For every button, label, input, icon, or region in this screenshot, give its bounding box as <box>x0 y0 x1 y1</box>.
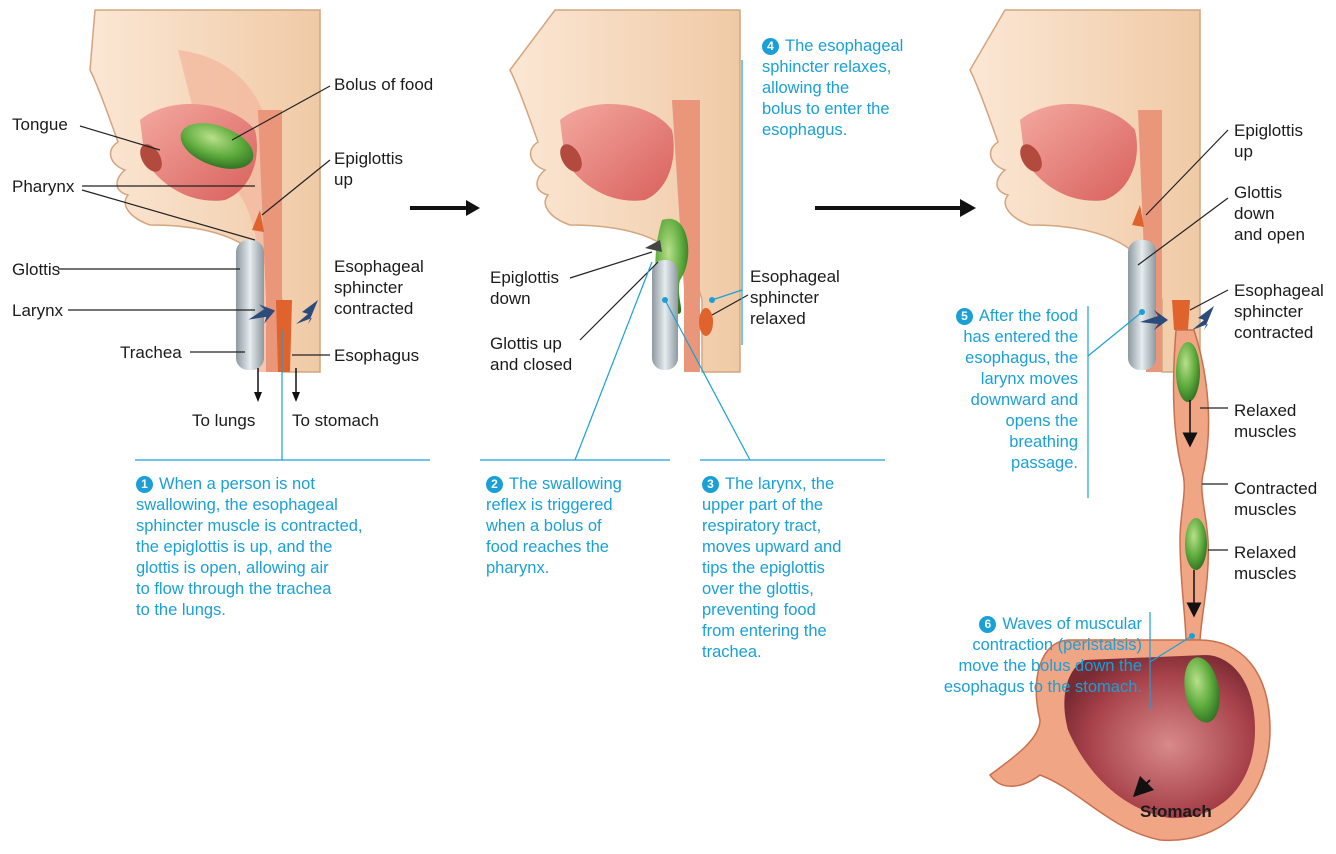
step-number-badge: 4 <box>762 38 779 55</box>
label-trachea: Trachea <box>120 342 182 363</box>
right-arrow-icon <box>815 199 976 217</box>
step-6-text: Waves of muscular contraction (peristals… <box>944 615 1142 696</box>
label-esophageal-sphincter-contracted: Esophageal sphincter contracted <box>334 256 424 319</box>
label-to-stomach: To stomach <box>292 410 379 431</box>
label-relaxed-muscles-2: Relaxed muscles <box>1234 542 1296 584</box>
label-epiglottis-down: Epiglottis down <box>490 267 559 309</box>
step-1-text: When a person is not swallowing, the eso… <box>136 475 363 619</box>
panel-1-head <box>90 10 320 372</box>
label-stomach: Stomach <box>1140 802 1212 822</box>
label-relaxed-muscles-1: Relaxed muscles <box>1234 400 1296 442</box>
right-arrow-icon <box>410 200 480 216</box>
label-esophageal-sphincter-contracted-3: Esophageal sphincter contracted <box>1234 280 1324 343</box>
label-glottis-down-open: Glottis down and open <box>1234 182 1305 245</box>
step-4-text: The esophageal sphincter relaxes, allowi… <box>762 37 903 139</box>
label-epiglottis-up-3: Epiglottis up <box>1234 120 1303 162</box>
step-3-text: The larynx, the upper part of the respir… <box>702 475 841 661</box>
label-bolus-of-food: Bolus of food <box>334 74 433 95</box>
label-glottis-up-closed: Glottis up and closed <box>490 333 572 375</box>
label-esophagus: Esophagus <box>334 345 419 366</box>
step-5-text: After the food has entered the esophagus… <box>963 307 1078 472</box>
label-tongue: Tongue <box>12 114 68 135</box>
panel-2-head <box>510 10 740 372</box>
label-to-lungs: To lungs <box>192 410 255 431</box>
step-number-badge: 2 <box>486 476 503 493</box>
label-esophageal-sphincter-relaxed: Esophageal sphincter relaxed <box>750 266 840 329</box>
step-number-badge: 1 <box>136 476 153 493</box>
step-number-badge: 3 <box>702 476 719 493</box>
label-contracted-muscles: Contracted muscles <box>1234 478 1317 520</box>
step-number-badge: 5 <box>956 308 973 325</box>
label-larynx: Larynx <box>12 300 63 321</box>
step-2-text: The swallowing reflex is triggered when … <box>486 475 622 577</box>
label-pharynx: Pharynx <box>12 176 74 197</box>
label-glottis: Glottis <box>12 259 60 280</box>
down-arrow-icon <box>254 368 300 402</box>
step-number-badge: 6 <box>979 616 996 633</box>
label-epiglottis-up: Epiglottis up <box>334 148 403 190</box>
